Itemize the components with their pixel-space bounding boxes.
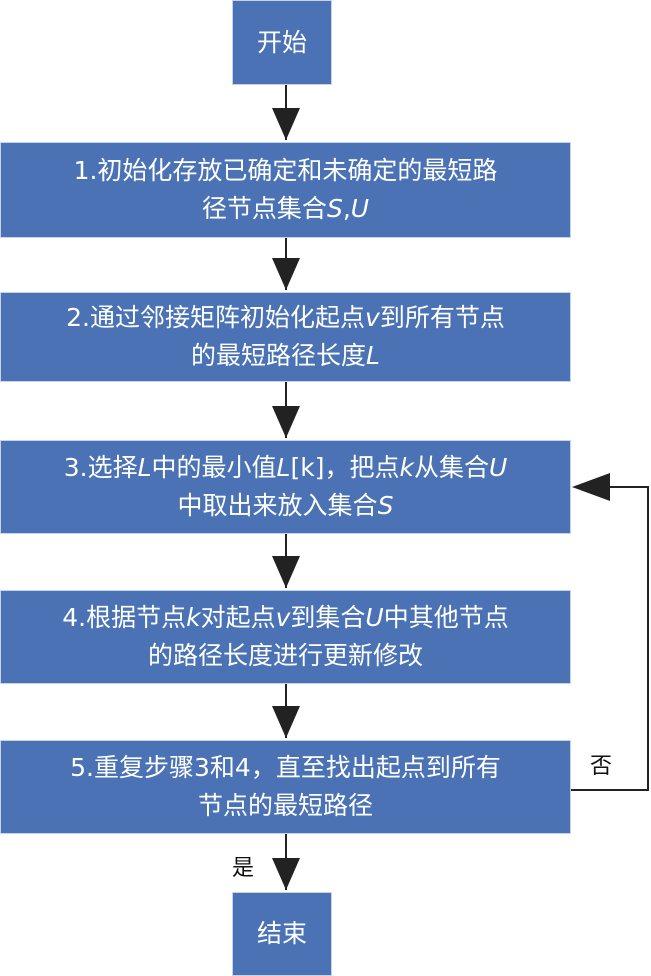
math-variable: L	[276, 453, 291, 482]
end-label: 结束	[256, 919, 307, 948]
math-variable: U	[365, 603, 384, 632]
step-text: 节点的最短路径	[197, 791, 373, 820]
yes-label: 是	[232, 856, 255, 881]
step-text: 中取出来放入集合	[177, 491, 378, 520]
step-text-line: 4.根据节点k对起点v到集合U中其他节点	[62, 599, 509, 637]
step-text-line: 2.通过邻接矩阵初始化起点v到所有节点	[66, 299, 505, 337]
loop-back-line	[570, 486, 649, 791]
end-node: 结束	[232, 892, 332, 976]
math-variable: v	[365, 303, 380, 332]
step-text-line: 节点的最短路径	[198, 787, 373, 825]
step-text: 2.通过邻接矩阵初始化起点	[66, 303, 366, 332]
math-variable: L	[137, 453, 152, 482]
step-text: 3.选择	[63, 453, 138, 482]
step-text: 到集合	[290, 603, 366, 632]
step-text: 中其他节点	[383, 603, 509, 632]
step-1: 1.初始化存放已确定和未确定的最短路径节点集合S,U	[0, 142, 571, 238]
step-text: 对起点	[200, 603, 276, 632]
math-variable: k	[399, 453, 414, 482]
step-text: 4.根据节点	[62, 603, 187, 632]
step-text: 的路径长度进行更新修改	[147, 641, 423, 670]
step-text-line: 的最短路径长度L	[191, 337, 380, 375]
step-text: 从集合	[413, 453, 489, 482]
step-text: 的最短路径长度	[191, 341, 367, 370]
step-text: 1.初始化存放已确定和未确定的最短路	[73, 156, 498, 185]
step-text-line: 1.初始化存放已确定和未确定的最短路	[74, 152, 498, 190]
step-5: 5.重复步骤3和4，直至找出起点到所有节点的最短路径	[0, 740, 571, 834]
start-label: 开始	[256, 27, 307, 57]
step-4: 4.根据节点k对起点v到集合U中其他节点的路径长度进行更新修改	[0, 590, 571, 684]
step-text-line: 3.选择L中的最小值L[k]，把点k从集合U	[64, 449, 508, 487]
math-variable: S	[326, 194, 343, 223]
step-text: 5.重复步骤3和4，直至找出起点到所有	[70, 753, 501, 782]
step-text: [k]，把点	[290, 453, 400, 482]
step-text-line: 中取出来放入集合S	[178, 487, 394, 525]
math-variable: U	[488, 453, 508, 482]
step-text-line: 径节点集合S,U	[202, 190, 369, 228]
math-variable: S	[377, 491, 394, 520]
step-2: 2.通过邻接矩阵初始化起点v到所有节点的最短路径长度L	[0, 292, 571, 382]
math-variable: k	[186, 603, 201, 632]
step-text: 径节点集合	[201, 194, 327, 223]
step-text-line: 的路径长度进行更新修改	[148, 637, 423, 675]
step-text: ,	[342, 194, 351, 223]
math-variable: v	[275, 603, 291, 632]
no-label: 否	[590, 754, 613, 779]
step-text: 中的最小值	[151, 453, 277, 482]
start-node: 开始	[232, 0, 332, 85]
math-variable: U	[350, 194, 370, 223]
math-variable: L	[366, 341, 380, 370]
step-text: 到所有节点	[379, 303, 505, 332]
step-text-line: 5.重复步骤3和4，直至找出起点到所有	[70, 749, 501, 787]
